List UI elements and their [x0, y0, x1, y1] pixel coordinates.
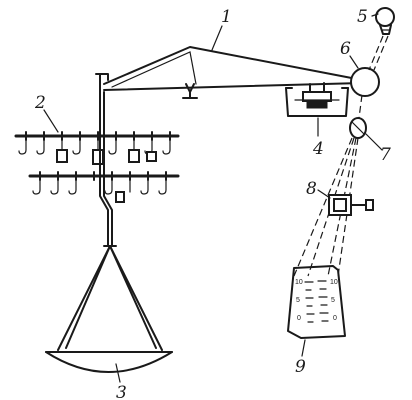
- callout-1: 1: [221, 7, 232, 27]
- scale-left-tick-10: 10: [295, 279, 303, 286]
- balance-beam: [95, 46, 363, 99]
- scale-right-tick-10: 10: [330, 279, 338, 286]
- lens: [349, 94, 367, 139]
- leader-lines: [43, 13, 383, 383]
- damper-housing: [285, 87, 349, 117]
- callout-8: 8: [306, 179, 317, 199]
- weighing-pan: [45, 245, 173, 373]
- callout-4: 4: [312, 139, 324, 159]
- scale-left-tick-0: 0: [297, 315, 301, 322]
- callout-6: 6: [340, 39, 351, 59]
- callout-2: 2: [34, 93, 46, 113]
- callout-9: 9: [295, 357, 306, 377]
- weight-racks: [14, 131, 180, 203]
- reading-scale: 10 5 0 10 5 0: [287, 265, 346, 339]
- lamp-bulb: [368, 7, 395, 71]
- scale-left-tick-5: 5: [296, 297, 300, 304]
- callout-3: 3: [116, 383, 127, 400]
- scale-right-tick-5: 5: [331, 297, 335, 304]
- pan-hanger-rod: [99, 91, 113, 247]
- callout-5: 5: [357, 7, 368, 27]
- scale-right-tick-0: 0: [333, 315, 337, 322]
- mirror-disk: [350, 67, 380, 97]
- diaphragm: [328, 194, 374, 216]
- callout-7: 7: [380, 145, 391, 165]
